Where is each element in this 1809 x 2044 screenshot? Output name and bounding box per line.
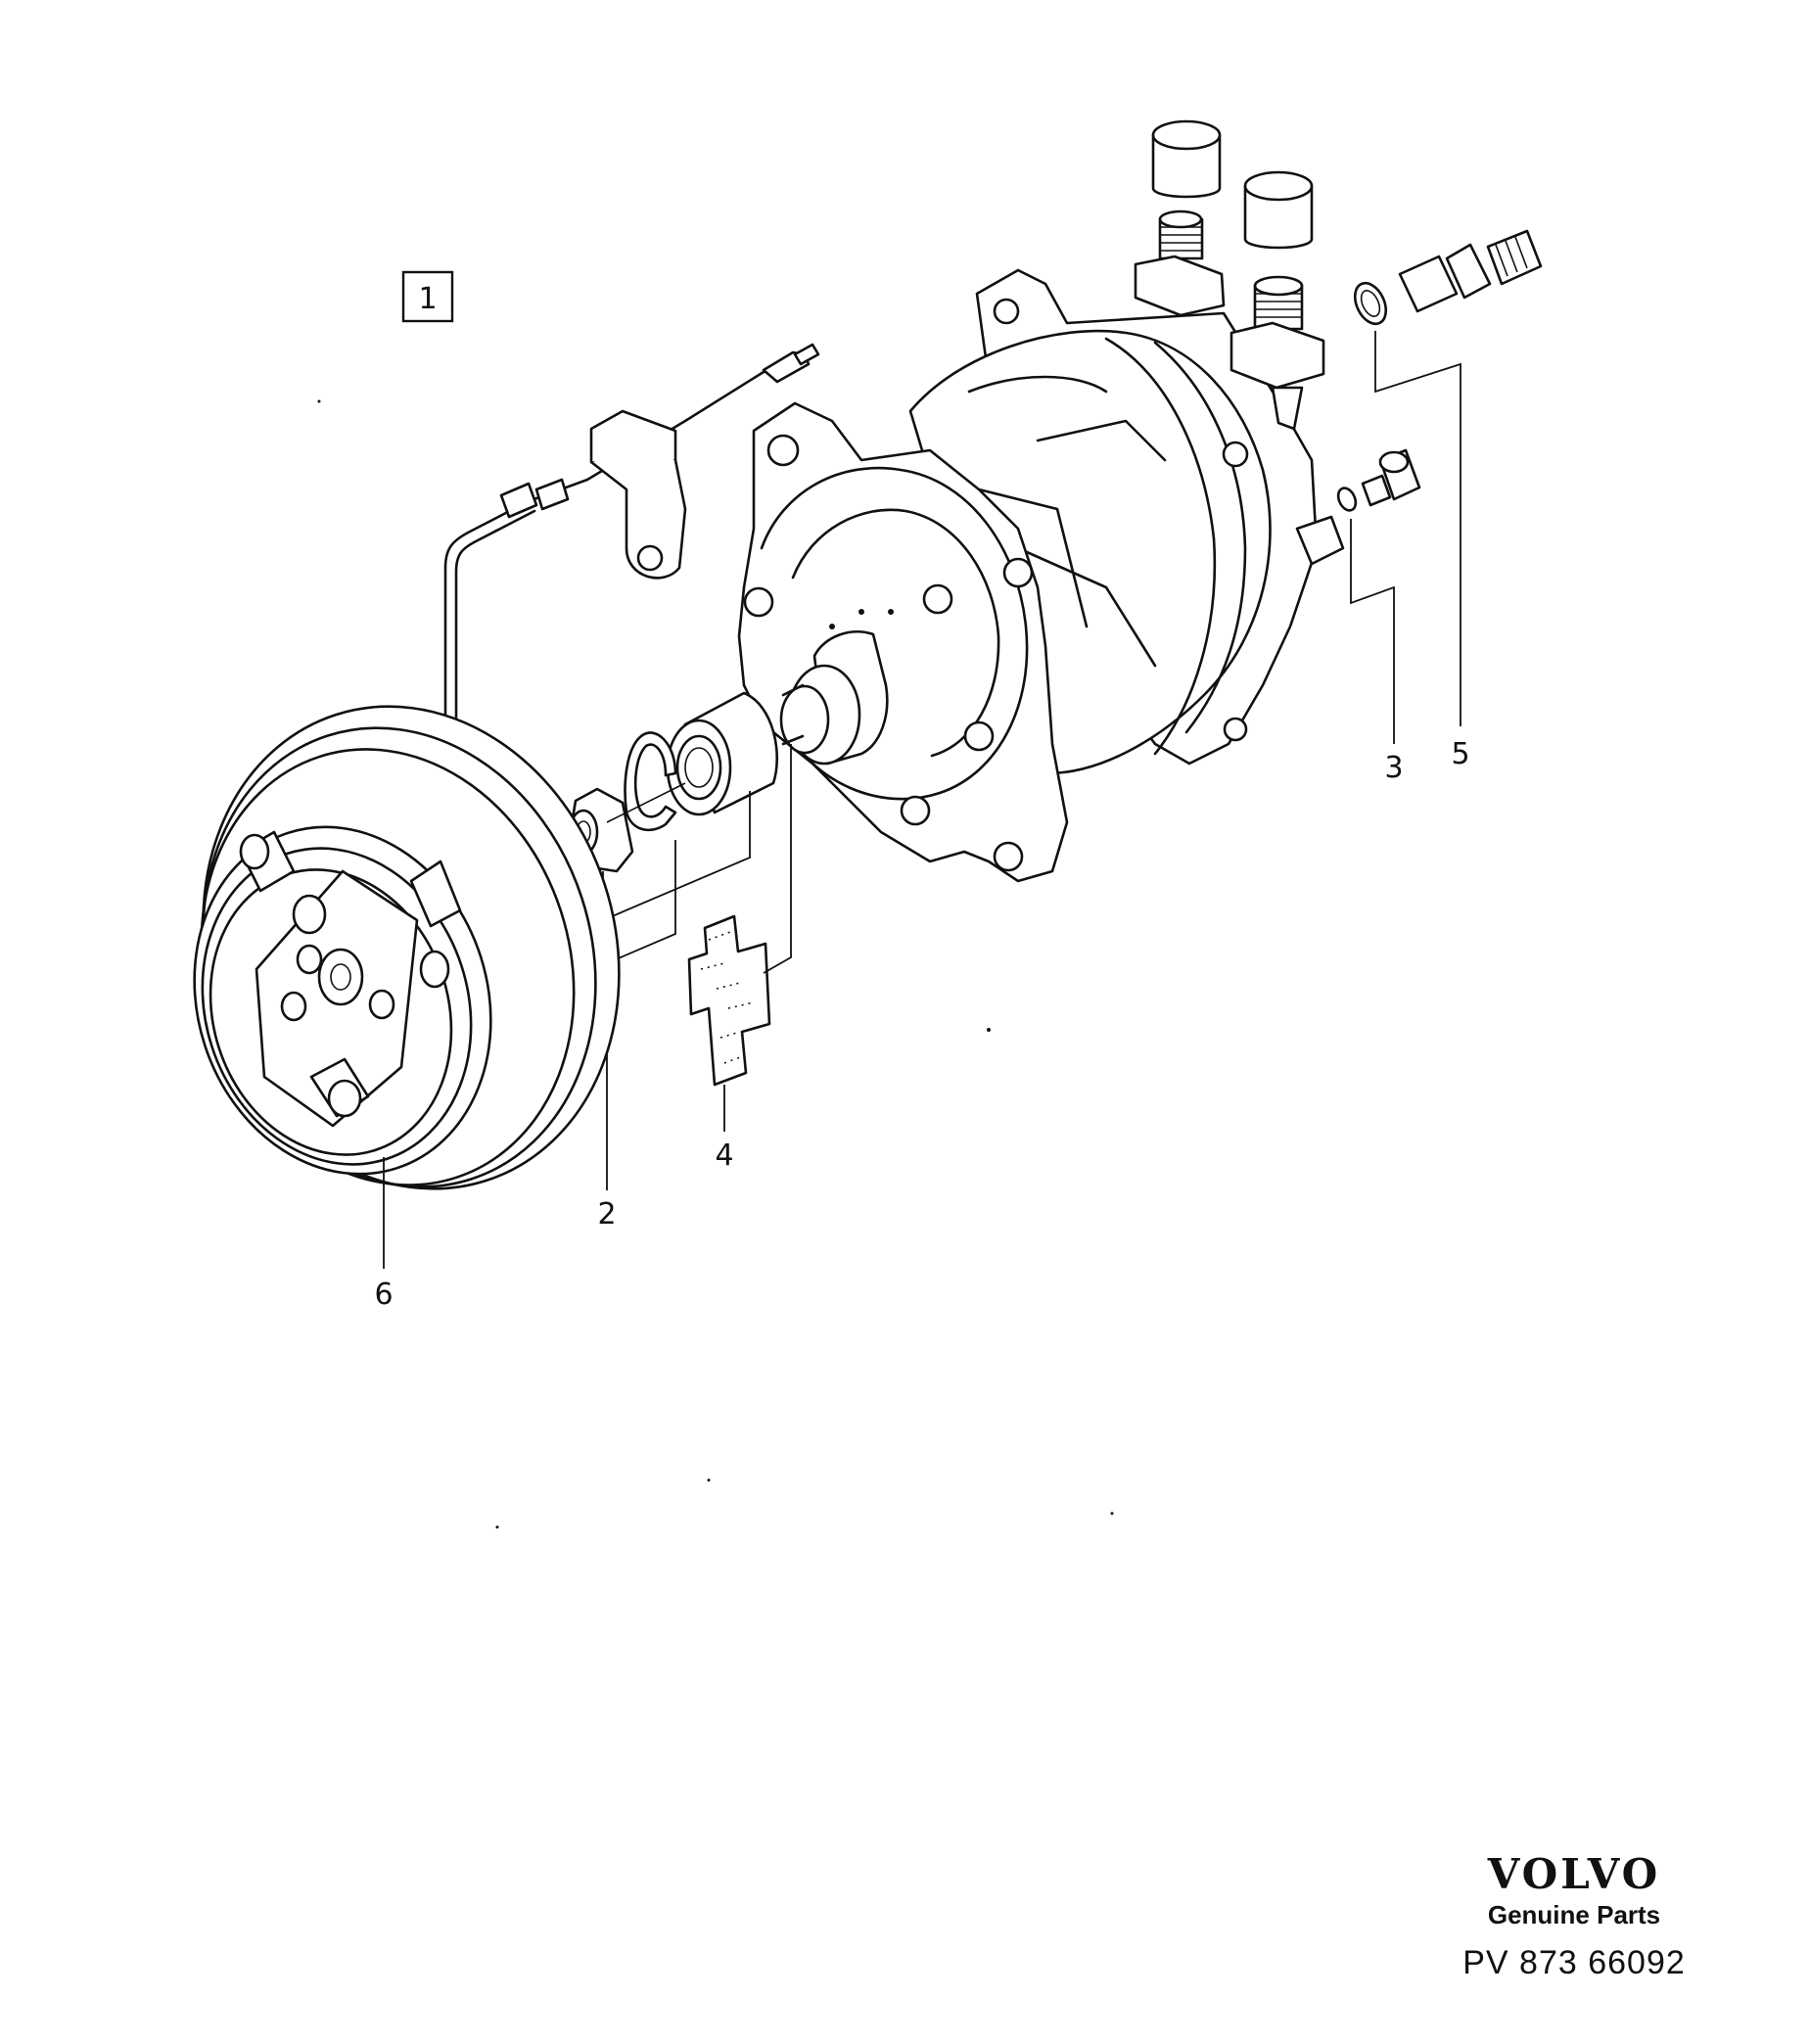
brand-block: VOLVO Genuine Parts PV 873 66092 [1447, 1850, 1701, 1982]
part-5-pressure-switch: 5 [1353, 229, 1543, 771]
brand-subtitle: Genuine Parts [1487, 1900, 1661, 1929]
group-number-label: 1 [418, 282, 437, 316]
drawing-code: PV 873 66092 [1462, 1944, 1686, 1981]
part-2-bearing-set: 2 [568, 691, 779, 1231]
part-6-clutch-pulley: 6 [193, 705, 621, 1312]
callout-4: 4 [715, 1138, 733, 1173]
part-4-thermal-pad: 4 [687, 744, 792, 1173]
volvo-logo: VOLVO [1487, 1850, 1661, 1898]
callout-5: 5 [1451, 737, 1469, 771]
callout-6: 6 [374, 1278, 393, 1312]
part-3-drain-plug: 3 [1336, 448, 1421, 785]
sensor-cable [443, 343, 820, 738]
group-number-box: 1 [401, 270, 454, 323]
service-valves [1134, 119, 1325, 431]
compressor-body [737, 268, 1345, 883]
callout-3: 3 [1384, 751, 1403, 785]
callout-2: 2 [597, 1197, 616, 1231]
scan-specks [317, 399, 1114, 1529]
